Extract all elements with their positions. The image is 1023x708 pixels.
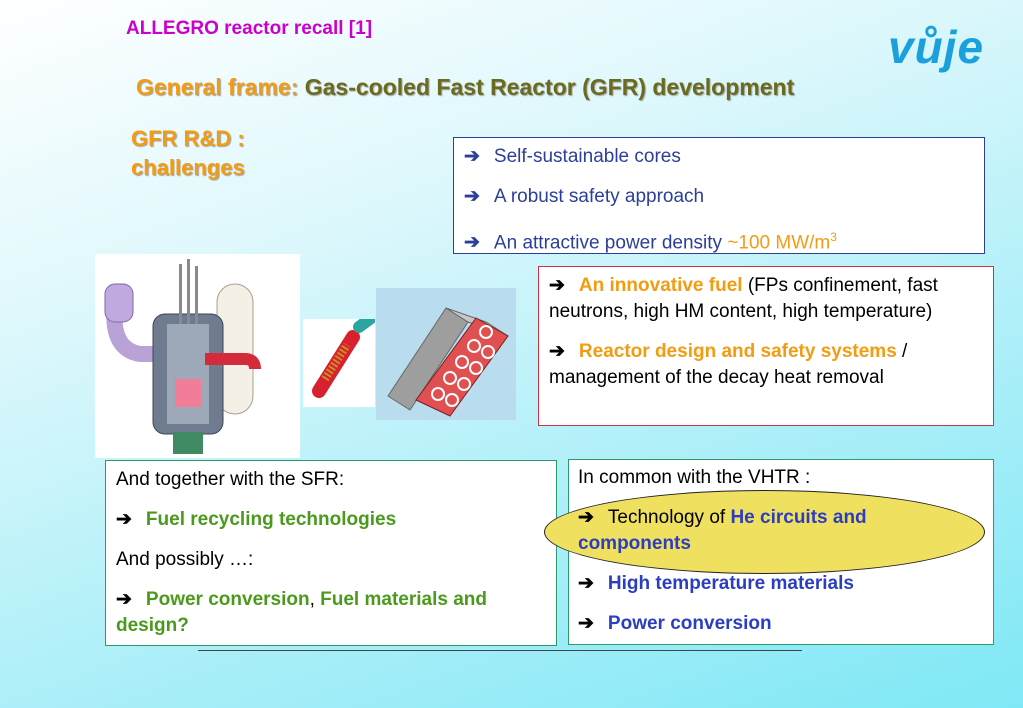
challenge-item: ➔Self-sustainable cores xyxy=(464,146,681,167)
arrow-icon: ➔ xyxy=(549,275,565,296)
sfr-item: ➔Fuel recycling technologies xyxy=(116,509,397,530)
arrow-icon: ➔ xyxy=(116,509,132,530)
vhtr-box-content: In common with the VHTR : ➔Technology of… xyxy=(568,459,994,657)
sfr-possibly: And possibly …: xyxy=(116,549,254,570)
arrow-icon: ➔ xyxy=(464,232,480,254)
vuje-logo: vůje xyxy=(888,21,985,73)
vhtr-intro: In common with the VHTR : xyxy=(578,467,811,488)
sfr-box: And together with the SFR: ➔Fuel recycli… xyxy=(105,460,557,646)
fuel-plate-image xyxy=(376,288,516,420)
sfr-intro: And together with the SFR: xyxy=(116,469,345,490)
reactor-vessel-image xyxy=(95,254,300,458)
innovative-fuel-box: ➔An innovative fuel (FPs confinement, fa… xyxy=(538,266,994,426)
sfr-item: ➔Power conversion, Fuel materials and de… xyxy=(116,589,487,636)
page-heading: General frame: Gas-cooled Fast Reactor (… xyxy=(136,74,794,101)
arrow-icon: ➔ xyxy=(549,341,565,362)
vhtr-item: ➔Technology of He circuits and component… xyxy=(578,507,867,554)
fuel-rod-image xyxy=(303,319,375,407)
arrow-icon: ➔ xyxy=(578,613,594,634)
vhtr-item: ➔Power conversion xyxy=(578,613,772,634)
arrow-icon: ➔ xyxy=(464,186,480,207)
fuel-item: ➔Reactor design and safety systems / man… xyxy=(549,341,908,388)
section-subheading: GFR R&D : challenges xyxy=(131,126,245,180)
arrow-icon: ➔ xyxy=(578,507,594,528)
challenge-item: ➔A robust safety approach xyxy=(464,186,705,207)
arrow-icon: ➔ xyxy=(116,589,132,610)
heading-key: General frame: xyxy=(136,74,299,100)
arrow-icon: ➔ xyxy=(578,573,594,594)
highlight-ellipse xyxy=(544,490,985,574)
slide-title: ALLEGRO reactor recall [1] xyxy=(126,18,373,39)
fuel-item: ➔An innovative fuel (FPs confinement, fa… xyxy=(549,275,938,322)
footer-divider xyxy=(198,650,802,651)
vhtr-item: ➔High temperature materials xyxy=(578,573,854,594)
challenges-box: ➔Self-sustainable cores ➔A robust safety… xyxy=(453,137,985,254)
arrow-icon: ➔ xyxy=(464,146,480,167)
challenge-item: ➔An attractive power density ~100 MW/m3 xyxy=(464,230,837,254)
heading-value: Gas-cooled Fast Reactor (GFR) developmen… xyxy=(304,74,795,100)
